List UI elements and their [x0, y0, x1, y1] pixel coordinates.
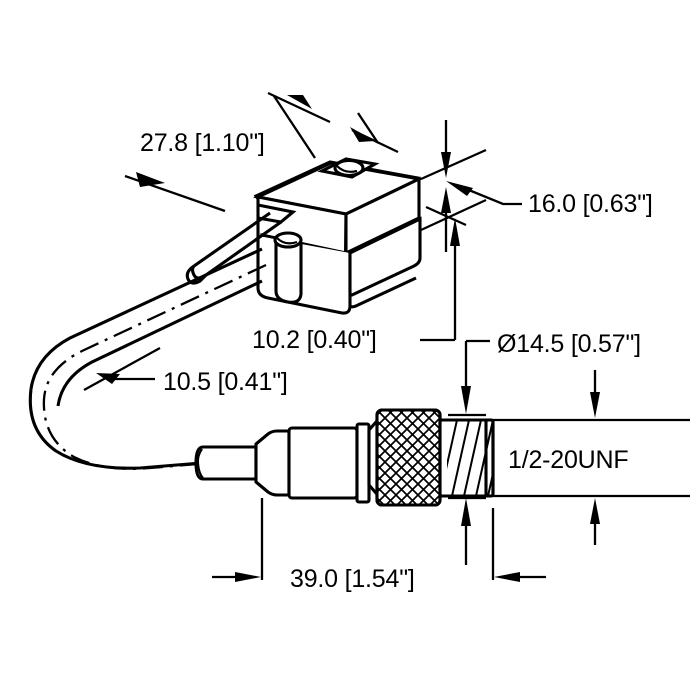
connector-thread-outline [438, 418, 495, 498]
dim-160-ext-top [420, 148, 487, 181]
dim-102-arrow [450, 218, 460, 246]
dim-label-connector-diameter: Ø14.5 [0.57"] [497, 330, 641, 358]
dim-278-arrow-right [350, 127, 375, 142]
mounting-hole-front-inner [276, 237, 298, 245]
dim-105-arrow [96, 373, 120, 384]
dim-160-arrow-bottom [441, 187, 451, 213]
dimension-switch-height: 16.0 [0.63"] [420, 120, 653, 252]
dim-160-leader [458, 184, 522, 206]
dim-label-switch-width: 27.8 [1.10"] [140, 129, 265, 157]
cable-centerline [42, 263, 267, 470]
dim-102-ext [425, 205, 467, 227]
connector-barrel [287, 426, 359, 500]
switch-lower-right [348, 216, 422, 297]
cable-lower-edge [56, 279, 263, 407]
connector-assembly [194, 408, 495, 507]
dim-160-leader-arrow [446, 181, 473, 196]
switch-lower-edge [348, 276, 417, 309]
connector-ring [355, 422, 371, 504]
dimension-connector-diameter: Ø14.5 [0.57"] [448, 330, 641, 565]
dim-label-lever-offset: 10.5 [0.41"] [163, 368, 288, 396]
cable-stub-end-ellipse [196, 448, 204, 479]
dim-278-line-left [267, 91, 331, 124]
dim-278-arrow-left [287, 95, 312, 109]
connector-cable-stub [194, 445, 258, 481]
switch-lever-slot [257, 203, 297, 224]
thread-dim-arrow-bottom [590, 498, 600, 524]
dimension-connector-length: 39.0 [1.54"] [212, 498, 546, 593]
dim-145-arrow-bottom [461, 498, 471, 526]
cable-upper-edge [29, 247, 263, 390]
dim-105-ext [83, 346, 161, 392]
dim-160-arrow-top [441, 152, 451, 178]
dimension-switch-width: 27.8 [1.10"] [124, 91, 399, 213]
connector-knurl-texture [377, 410, 440, 505]
switch-body [253, 157, 424, 315]
annotation-label-thread-spec: 1/2-20UNF [508, 446, 628, 474]
dim-278-leader-arrow [136, 172, 165, 187]
dim-160-ext-bottom [420, 198, 487, 232]
connector-strain-relief [254, 429, 291, 497]
dim-label-switch-depth: 10.2 [0.40"] [252, 326, 377, 354]
mounting-hole-top-inner [336, 165, 358, 173]
dim-label-switch-height: 16.0 [0.63"] [528, 190, 653, 218]
dim-label-connector-length: 39.0 [1.54"] [290, 565, 415, 593]
dimension-switch-depth: 10.2 [0.40"] [252, 205, 467, 354]
switch-lever [185, 211, 282, 285]
dim-278-ext-right [357, 112, 379, 144]
annotation-thread-spec: 1/2-20UNF [493, 370, 690, 545]
lever-bottom-edge [205, 220, 282, 277]
dim-390-arrow-left [235, 572, 261, 582]
dim-390-arrow-right [494, 572, 520, 582]
lever-top-edge [193, 211, 271, 268]
dim-278-ext-left [273, 95, 316, 159]
cable [28, 247, 267, 470]
dimension-lever-offset: 10.5 [0.41"] [83, 346, 288, 396]
mounting-boss-front [274, 239, 303, 304]
dim-145-arrow-top [461, 386, 471, 414]
thread-dim-arrow-top [590, 392, 600, 418]
